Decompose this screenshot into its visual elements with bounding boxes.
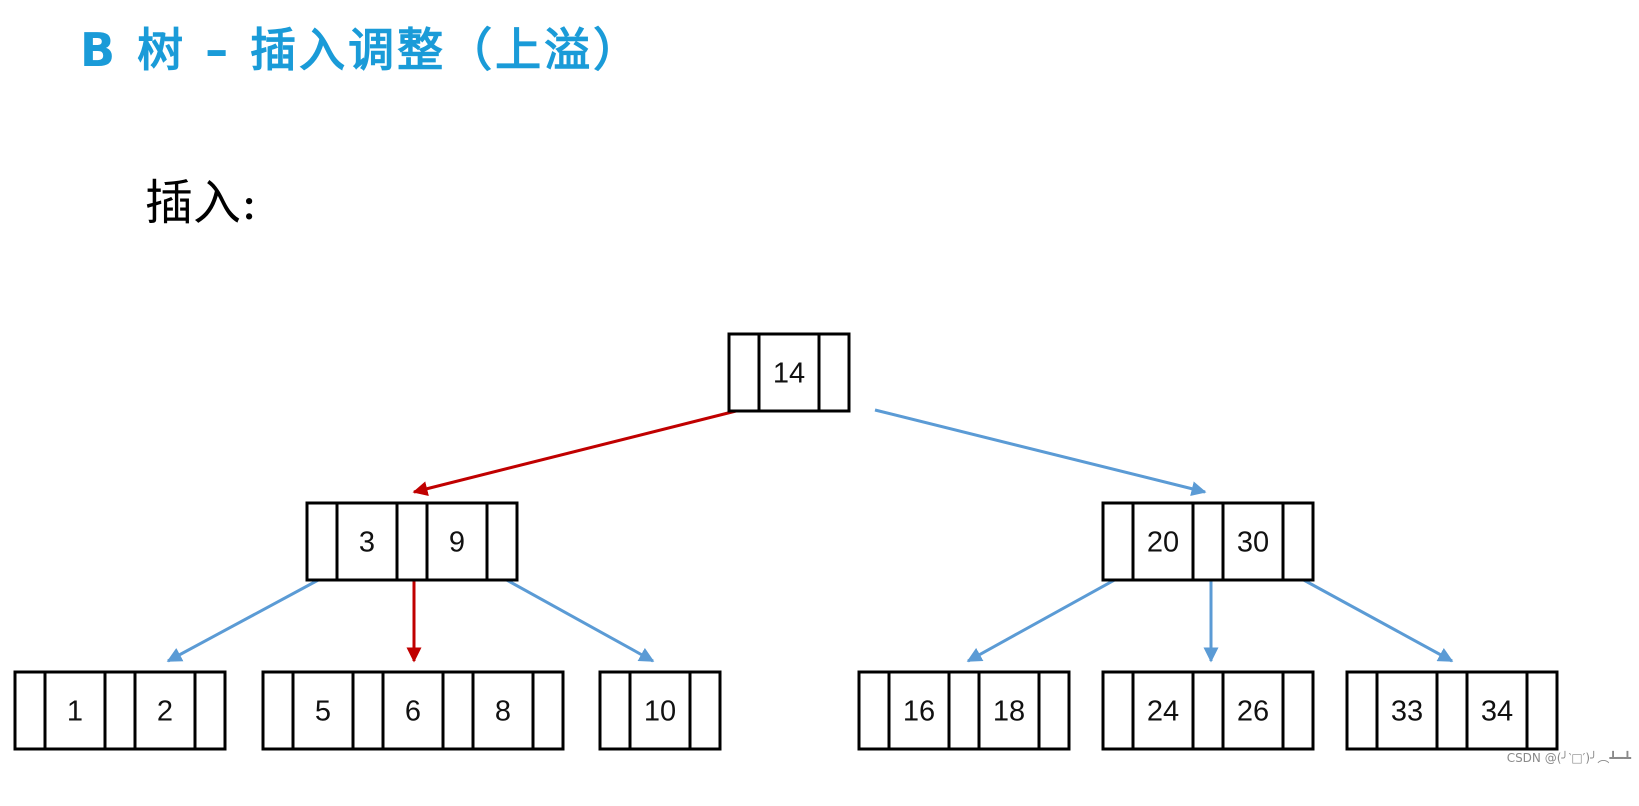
edge-root-to-left	[412, 408, 741, 496]
node-key: 34	[1481, 696, 1513, 728]
edge-left-to-leaf-1-2	[166, 576, 323, 663]
node-box	[727, 332, 851, 413]
node-box	[305, 501, 519, 582]
node-key: 8	[495, 696, 511, 728]
node-key: 24	[1147, 696, 1179, 728]
node-box	[857, 670, 1071, 751]
node-key: 33	[1391, 696, 1423, 728]
node-key: 1	[67, 696, 83, 728]
node-key: 20	[1147, 527, 1179, 559]
node-box	[598, 670, 722, 751]
node-box	[1101, 501, 1315, 582]
node-key: 14	[773, 358, 805, 390]
node-key: 18	[993, 696, 1025, 728]
node-box	[13, 670, 227, 751]
node-key: 6	[405, 696, 421, 728]
node-key: 5	[315, 696, 331, 728]
node-key: 2	[157, 696, 173, 728]
edge-left-to-leaf-10	[502, 576, 655, 663]
node-key: 16	[903, 696, 935, 728]
tree-edges	[166, 408, 1454, 663]
node-root: 14	[727, 332, 851, 413]
node-key: 30	[1237, 527, 1269, 559]
node-key: 3	[359, 527, 375, 559]
node-box	[1101, 670, 1315, 751]
page-title: B 树 – 插入调整（上溢）	[80, 23, 643, 77]
node-leaf-10: 10	[598, 670, 722, 751]
node-box	[261, 670, 565, 751]
edge-root-to-right	[874, 408, 1207, 497]
node-key: 10	[644, 696, 676, 728]
node-leaf-33-34: 33 34	[1345, 670, 1559, 751]
watermark-text: CSDN @(╯‵□′)╯︵┻━┻	[1506, 751, 1631, 765]
node-leaf-24-26: 24 26	[1101, 670, 1315, 751]
edge-right-to-leaf-33-34	[1299, 576, 1454, 663]
insert-label: 插入:	[145, 175, 258, 231]
node-leaf-5-6-8: 5 6 8	[261, 670, 565, 751]
node-key: 9	[449, 527, 465, 559]
node-box	[1345, 670, 1559, 751]
node-key: 26	[1237, 696, 1269, 728]
edge-right-to-leaf-16-18	[966, 576, 1119, 663]
